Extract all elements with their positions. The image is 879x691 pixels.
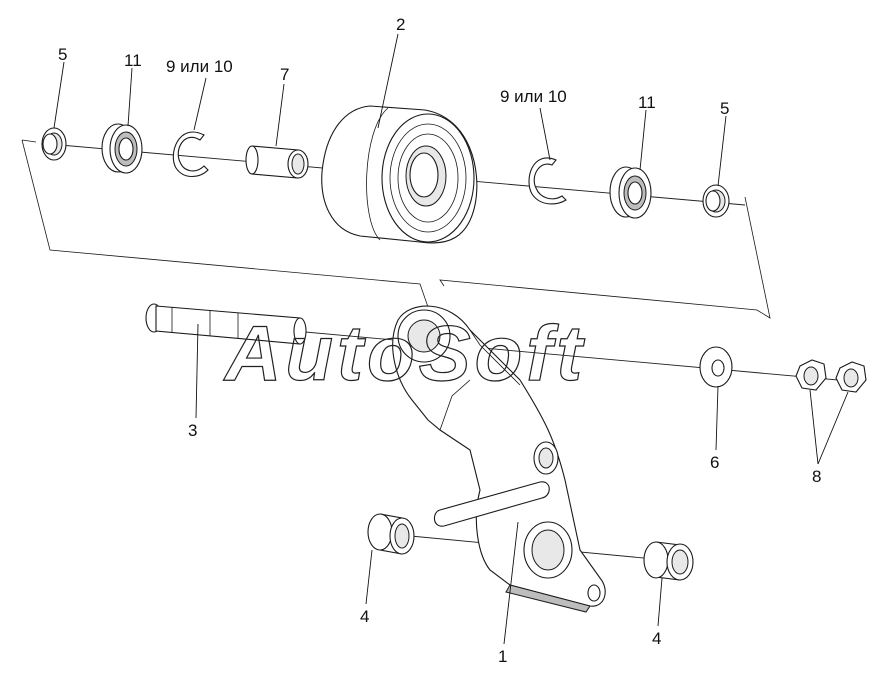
callout-2: 2 (396, 15, 405, 34)
part-9-10-left-snap-ring (172, 131, 209, 178)
callout-11-right: 11 (638, 93, 656, 112)
part-4-right-bushing (643, 541, 694, 581)
part-11-right-bearing (609, 166, 652, 219)
callout-6: 6 (710, 453, 719, 472)
callout-9-or-10-right: 9 или 10 (500, 87, 567, 106)
leader-lines (53, 33, 849, 645)
callout-9-or-10-left: 9 или 10 (166, 57, 233, 76)
part-4-left-bushing (367, 513, 415, 555)
upper-assembly-frame-left (21, 139, 37, 143)
part-8-nuts (795, 359, 867, 393)
part-5-left-spacer (41, 127, 67, 161)
callout-5-left: 5 (58, 45, 67, 64)
watermark-logo: AutoSoft (223, 309, 586, 397)
callout-7: 7 (280, 65, 289, 84)
part-7-sleeve (245, 145, 309, 179)
part-3-bolt (145, 303, 307, 345)
callout-3: 3 (188, 421, 197, 440)
part-9-10-right-snap-ring (528, 157, 567, 205)
part-2-roller (321, 105, 478, 244)
callout-4-right: 4 (652, 629, 661, 648)
part-1-lever (392, 305, 606, 613)
callout-8: 8 (812, 467, 821, 486)
callout-1: 1 (498, 647, 507, 666)
callout-4-left: 4 (360, 607, 369, 626)
part-6-washer (699, 346, 733, 388)
callout-11-left: 11 (124, 51, 142, 70)
part-11-left-bearing (101, 123, 143, 174)
part-5-right-spacer (702, 184, 730, 218)
callout-5-right: 5 (720, 99, 729, 118)
